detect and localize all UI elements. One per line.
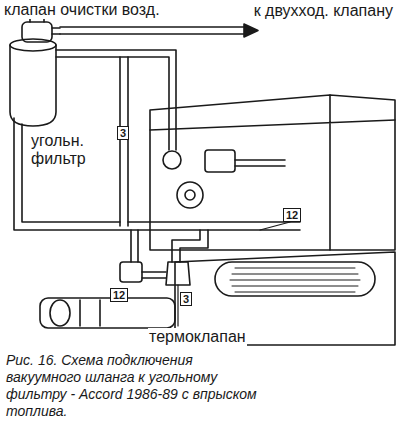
leader-line — [177, 285, 178, 326]
purge-valve — [22, 22, 52, 42]
part-label: клапан очистки возд. — [3, 1, 161, 19]
distributor-cap — [185, 190, 195, 200]
thermovalve — [166, 262, 190, 285]
engine-fitting — [205, 150, 235, 172]
head-edge — [150, 95, 395, 250]
engine-fitting — [163, 151, 181, 169]
distributor — [177, 182, 203, 208]
arrow-head — [244, 24, 258, 37]
figure-caption: Рис. 16. Схема подключения вакуумного шл… — [6, 352, 258, 420]
fitting — [120, 262, 142, 282]
hose — [60, 27, 246, 34]
hose — [172, 230, 208, 262]
leader-line — [260, 222, 290, 230]
callout-number: 3 — [117, 126, 129, 140]
part-label: к двухход. клапану — [232, 2, 394, 20]
cylinder-head — [150, 95, 395, 250]
hose — [142, 272, 166, 278]
hose — [131, 230, 138, 262]
hose — [14, 118, 300, 230]
valve-cover-ribs — [230, 268, 360, 292]
valve-cover-oval — [215, 262, 375, 296]
manifold-end — [50, 300, 70, 326]
hose — [235, 160, 285, 166]
manifold-runner — [80, 300, 100, 326]
canister-body — [10, 45, 56, 126]
intake-manifold — [40, 298, 175, 328]
hose — [120, 57, 128, 226]
callout-number: 3 — [180, 292, 192, 306]
part-label: угольн. фильтр — [30, 132, 102, 169]
callout-number: 12 — [110, 288, 128, 302]
part-label: термоклапан — [148, 328, 247, 346]
callout-number: 12 — [283, 208, 301, 222]
purge-valve-nipple — [52, 28, 60, 34]
